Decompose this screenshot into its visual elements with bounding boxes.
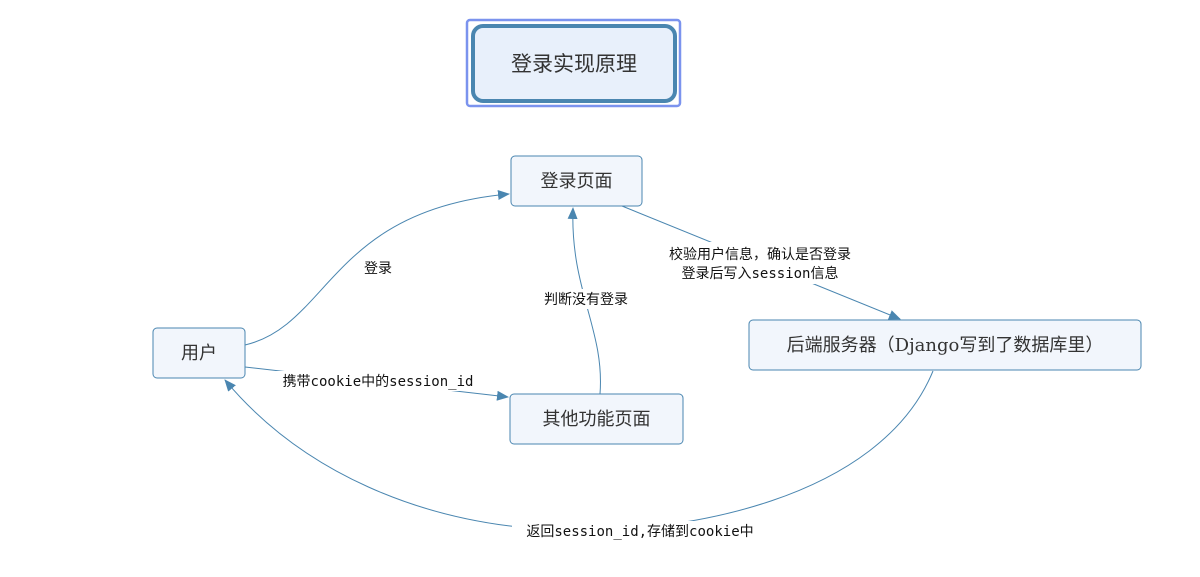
node-backend-text: 后端服务器（Django写到了数据库里） (787, 335, 1104, 356)
node-other-page-text: 其他功能页面 (543, 409, 651, 430)
edge-user-to-login (244, 190, 510, 346)
node-backend[interactable]: 后端服务器（Django写到了数据库里） (748, 319, 1142, 371)
node-other-page[interactable]: 其他功能页面 (509, 393, 684, 445)
label-login-to-backend-1: 校验用户信息，确认是否登录 (669, 246, 851, 263)
title-text: 登录实现原理 (511, 52, 637, 76)
node-login-page-text: 登录页面 (541, 171, 613, 192)
node-login-page[interactable]: 登录页面 (510, 155, 643, 207)
label-user-to-other: 携带cookie中的session_id (283, 374, 474, 390)
node-user[interactable]: 用户 (152, 327, 246, 379)
node-user-text: 用户 (181, 343, 217, 364)
title-node[interactable]: 登录实现原理 (465, 18, 682, 108)
label-backend-to-user: 返回session_id,存储到cookie中 (526, 524, 753, 540)
label-user-to-login: 登录 (364, 261, 392, 277)
label-login-to-backend-2: 登录后写入session信息 (681, 265, 838, 282)
label-other-to-login: 判断没有登录 (544, 292, 628, 308)
